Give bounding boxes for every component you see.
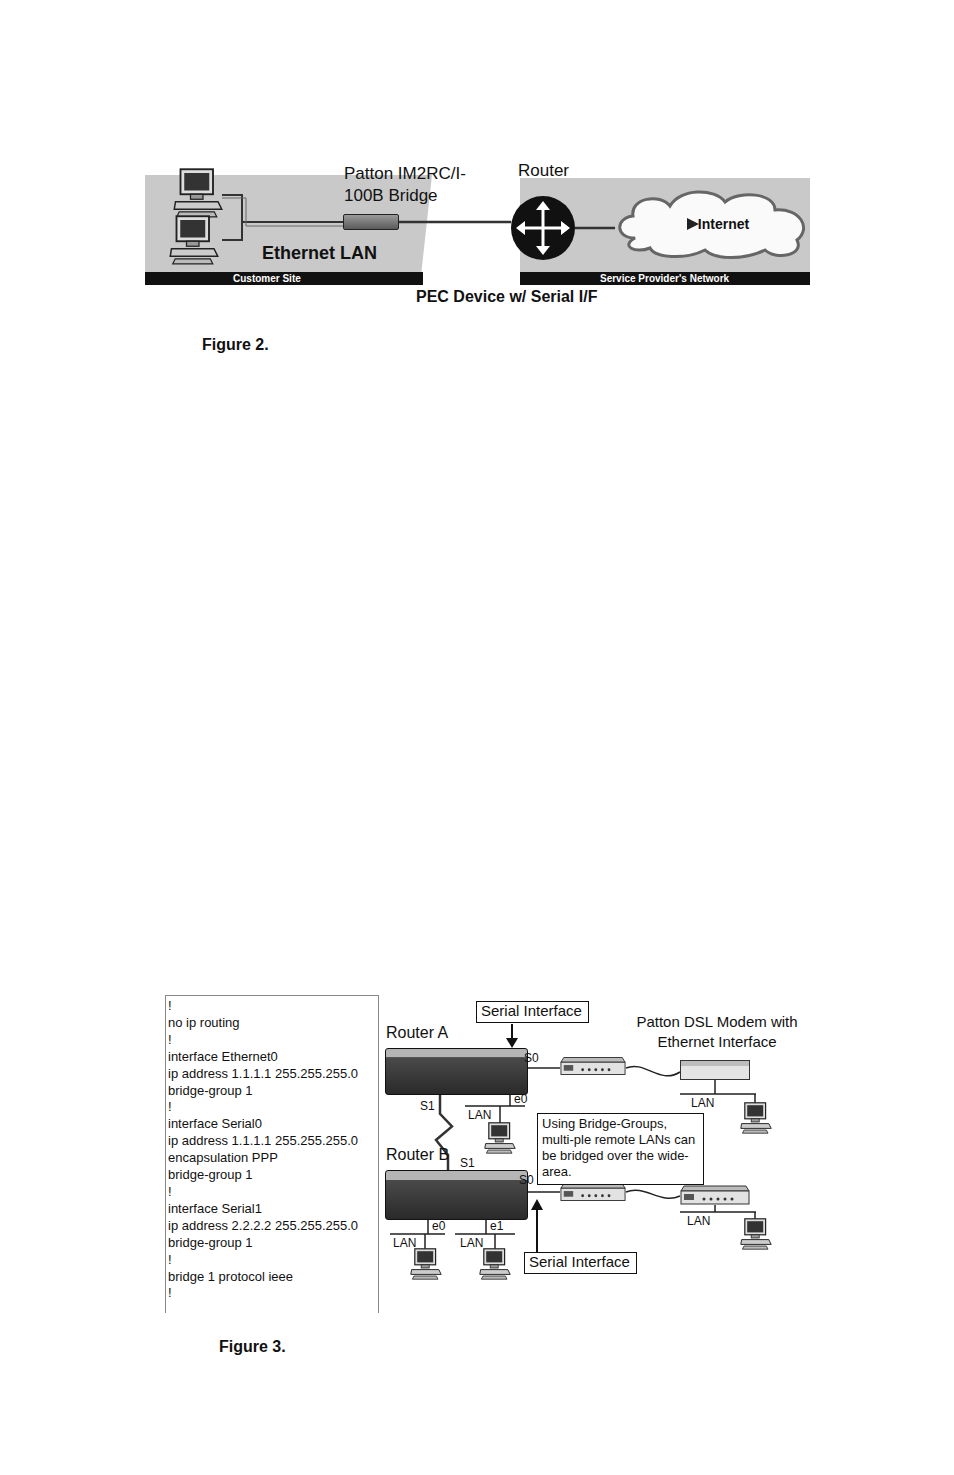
link-line: [575, 228, 615, 229]
port-label: S0: [524, 1052, 539, 1066]
link-line: [399, 222, 511, 223]
callout-box: Serial Interface: [524, 1252, 637, 1274]
router-arrows: [511, 196, 575, 260]
code-line: !: [166, 1099, 378, 1116]
port-label: LAN: [691, 1097, 714, 1111]
callout-box: Using Bridge-Groups, multi-ple remote LA…: [537, 1113, 704, 1185]
callout-text: Serial Interface: [477, 1002, 588, 1020]
bridge-device: Patton IM2RC/I-100B Bridge: [343, 214, 399, 230]
region-label: PEC Device w/ Serial I/F: [416, 288, 597, 306]
port-label: LAN: [460, 1237, 483, 1251]
port-label: e0: [514, 1093, 527, 1107]
link-path: [399, 221, 511, 224]
code-line: bridge-group 1: [166, 1167, 378, 1184]
code-line: !: [166, 1285, 378, 1302]
node-label: Router A: [386, 1023, 448, 1044]
port-label: e1: [490, 1220, 503, 1234]
port-label: LAN: [393, 1237, 416, 1251]
lan-wires: [222, 195, 343, 240]
code-line: ip address 1.1.1.1 255.255.255.0: [166, 1066, 378, 1083]
port-label: S1: [460, 1157, 475, 1171]
node-label: Internet: [676, 216, 749, 232]
port-label: S0: [519, 1174, 534, 1188]
modem-device: Patton DSL Modem with Ethernet Interface: [680, 1060, 750, 1080]
code-line: interface Serial0: [166, 1116, 378, 1133]
code-line: interface Serial1: [166, 1201, 378, 1218]
node-label: Router B: [386, 1145, 449, 1166]
code-line: bridge-group 1: [166, 1083, 378, 1100]
region-label: Ethernet LAN: [262, 243, 377, 264]
code-line: !: [166, 998, 378, 1015]
router-device: Router B: [385, 1170, 528, 1220]
code-line: bridge 1 protocol ieee: [166, 1269, 378, 1286]
code-line: bridge-group 1: [166, 1235, 378, 1252]
node-label: Patton DSL Modem with Ethernet Interface: [631, 1012, 803, 1051]
port-label: LAN: [687, 1215, 710, 1229]
node-label: Patton IM2RC/I-100B Bridge: [344, 163, 474, 207]
code-line: no ip routing: [166, 1015, 378, 1032]
code-line: ip address 1.1.1.1 255.255.255.0: [166, 1133, 378, 1150]
callout-text: Serial Interface: [525, 1253, 636, 1271]
code-line: !: [166, 1184, 378, 1201]
router-device: Router A: [385, 1048, 528, 1095]
internet-cloud: Internet: [615, 188, 810, 260]
figure-caption: Figure 3.: [219, 1338, 286, 1356]
port-label: S1: [420, 1100, 435, 1114]
code-line: encapsulation PPP: [166, 1150, 378, 1167]
code-line: !: [166, 1252, 378, 1269]
router-symbol: Router: [511, 196, 575, 260]
region-label: Customer Site: [233, 273, 301, 285]
figure-caption: Figure 2.: [202, 336, 269, 354]
site-ground: [145, 175, 810, 285]
node-label: Router: [518, 160, 569, 182]
callout-text: Using Bridge-Groups, multi-ple remote LA…: [538, 1114, 703, 1182]
computer-icons: [170, 169, 222, 264]
region-label: Service Provider's Network: [600, 273, 729, 285]
config-listing: !no ip routing!interface Ethernet0ip add…: [165, 995, 379, 1313]
code-line: !: [166, 1032, 378, 1049]
port-label: LAN: [468, 1109, 491, 1123]
code-line: interface Ethernet0: [166, 1049, 378, 1066]
port-label: e0: [432, 1220, 445, 1234]
callout-box: Serial Interface: [476, 1001, 589, 1023]
link-path: [575, 227, 615, 230]
code-line: ip address 2.2.2.2 255.255.255.0: [166, 1218, 378, 1235]
